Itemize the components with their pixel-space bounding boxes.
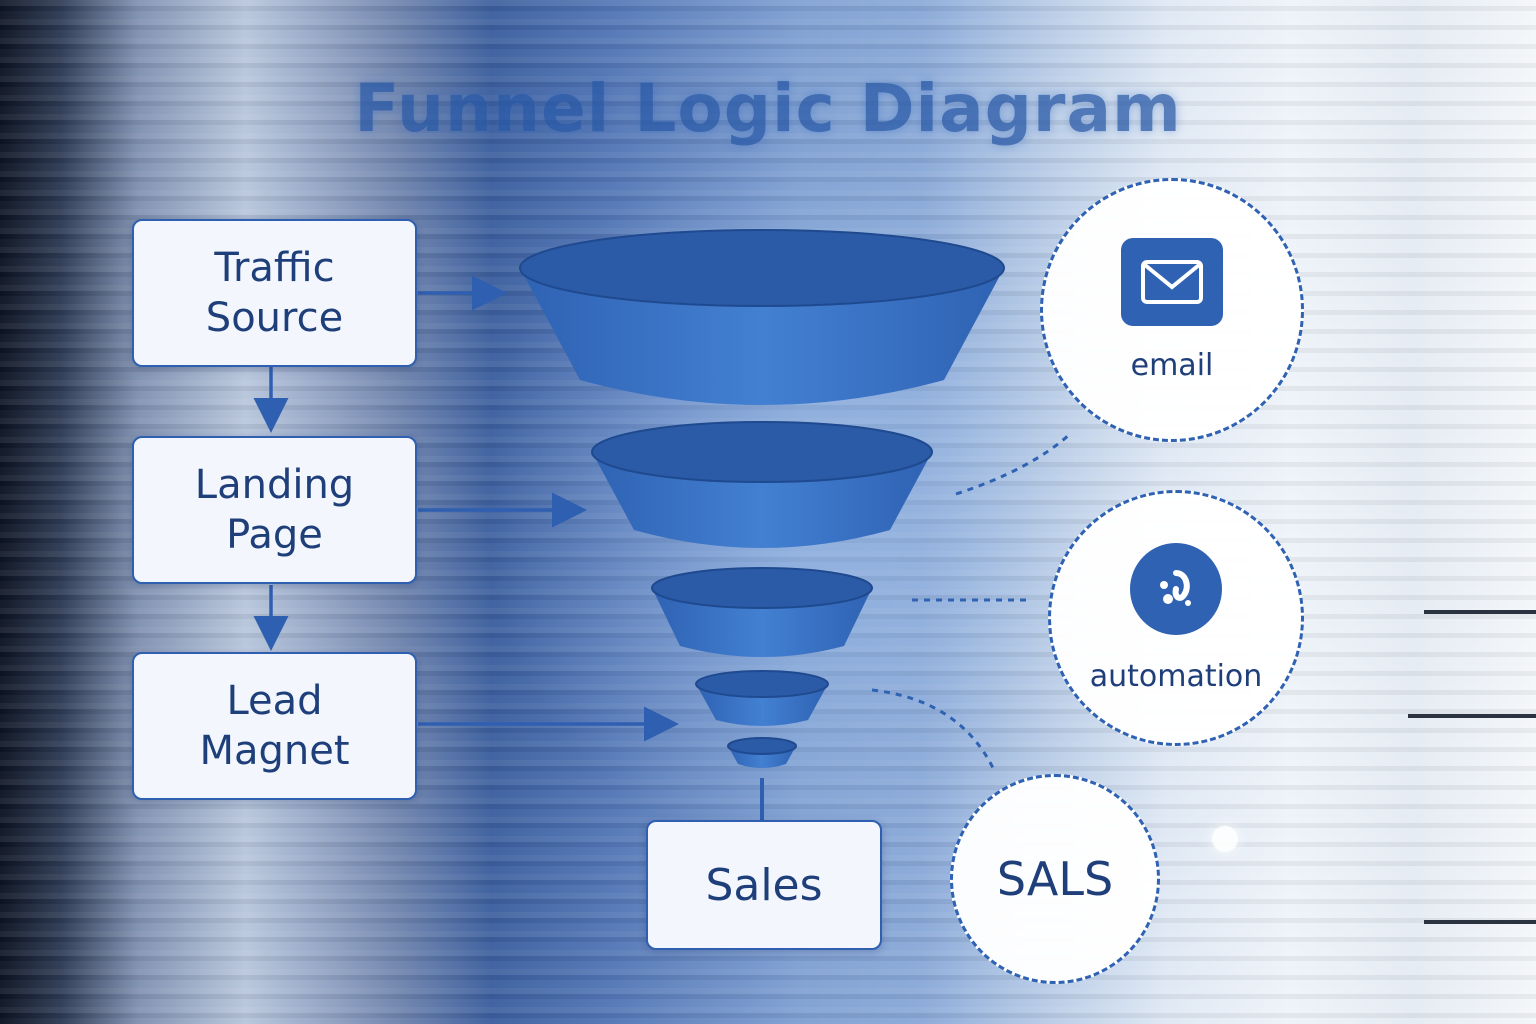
sales-label: Sales [705,859,823,911]
channel-automation: automation [1048,490,1304,746]
step-label: Traffic Source [205,245,344,341]
connector-email [955,432,1072,496]
sparkle-dot [1212,826,1238,852]
channel-label: SALS [996,852,1114,906]
step-traffic-source: Traffic Source [132,219,417,367]
funnel [519,229,1005,768]
step-label: Lead Magnet [199,678,350,774]
funnel-stage-2-top [591,421,933,483]
funnel-stage-5-top [727,737,797,755]
channel-label: automation [1089,658,1263,694]
envelope-icon [1121,237,1223,326]
funnel-stage-1-top [519,229,1005,307]
decor-line [1424,920,1536,924]
step-label: Landing Page [194,462,355,558]
channel-email: email [1040,178,1304,442]
funnel-stage-4-top [695,670,829,698]
automation-icon [1130,542,1222,635]
channel-sals: SALS [950,774,1160,984]
step-landing-page: Landing Page [132,436,417,584]
connector-sals [871,688,996,771]
channel-label: email [1130,347,1214,383]
diagram-title: Funnel Logic Diagram [354,70,1182,147]
funnel-stage-3-top [651,567,873,609]
funnel-stage-1 [520,268,1004,405]
step-lead-magnet: Lead Magnet [132,652,417,800]
decor-line [1408,714,1536,718]
step-sales: Sales [646,820,882,950]
decor-line [1424,610,1536,614]
